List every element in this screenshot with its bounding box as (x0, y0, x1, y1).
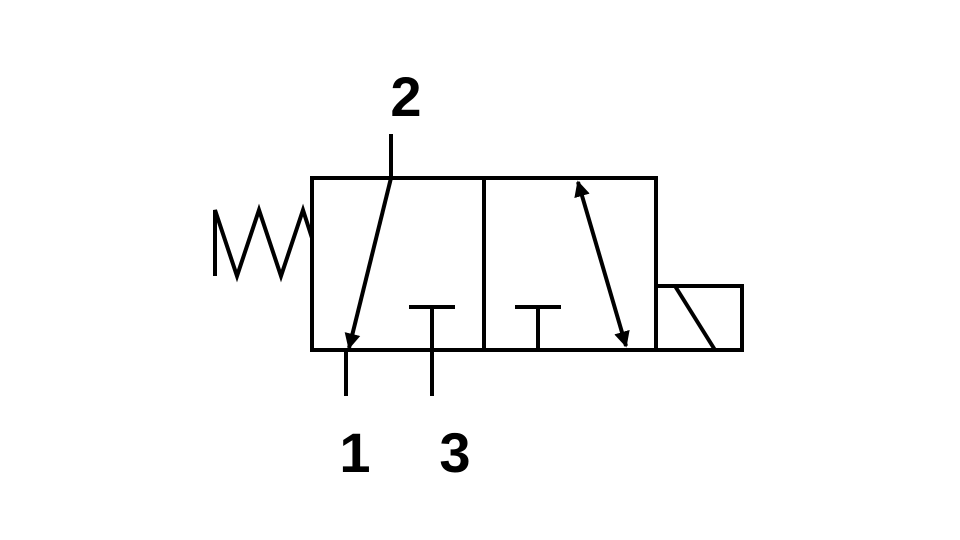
flow-arrow-2-to-1 (344, 177, 393, 350)
blocked-port-right-icon (515, 305, 561, 350)
solenoid-box (654, 284, 744, 352)
port-3-label: 3 (439, 421, 470, 484)
valve-position-right-box (482, 176, 658, 352)
flow-arrow-bidirectional (574, 180, 630, 348)
solenoid-diagonal-icon (673, 284, 717, 352)
blocked-port-3-left-icon (409, 305, 455, 350)
port-1-label: 1 (339, 421, 370, 484)
port-2-label: 2 (390, 65, 421, 128)
spring-icon (213, 203, 314, 283)
valve-position-left-box (310, 176, 486, 352)
